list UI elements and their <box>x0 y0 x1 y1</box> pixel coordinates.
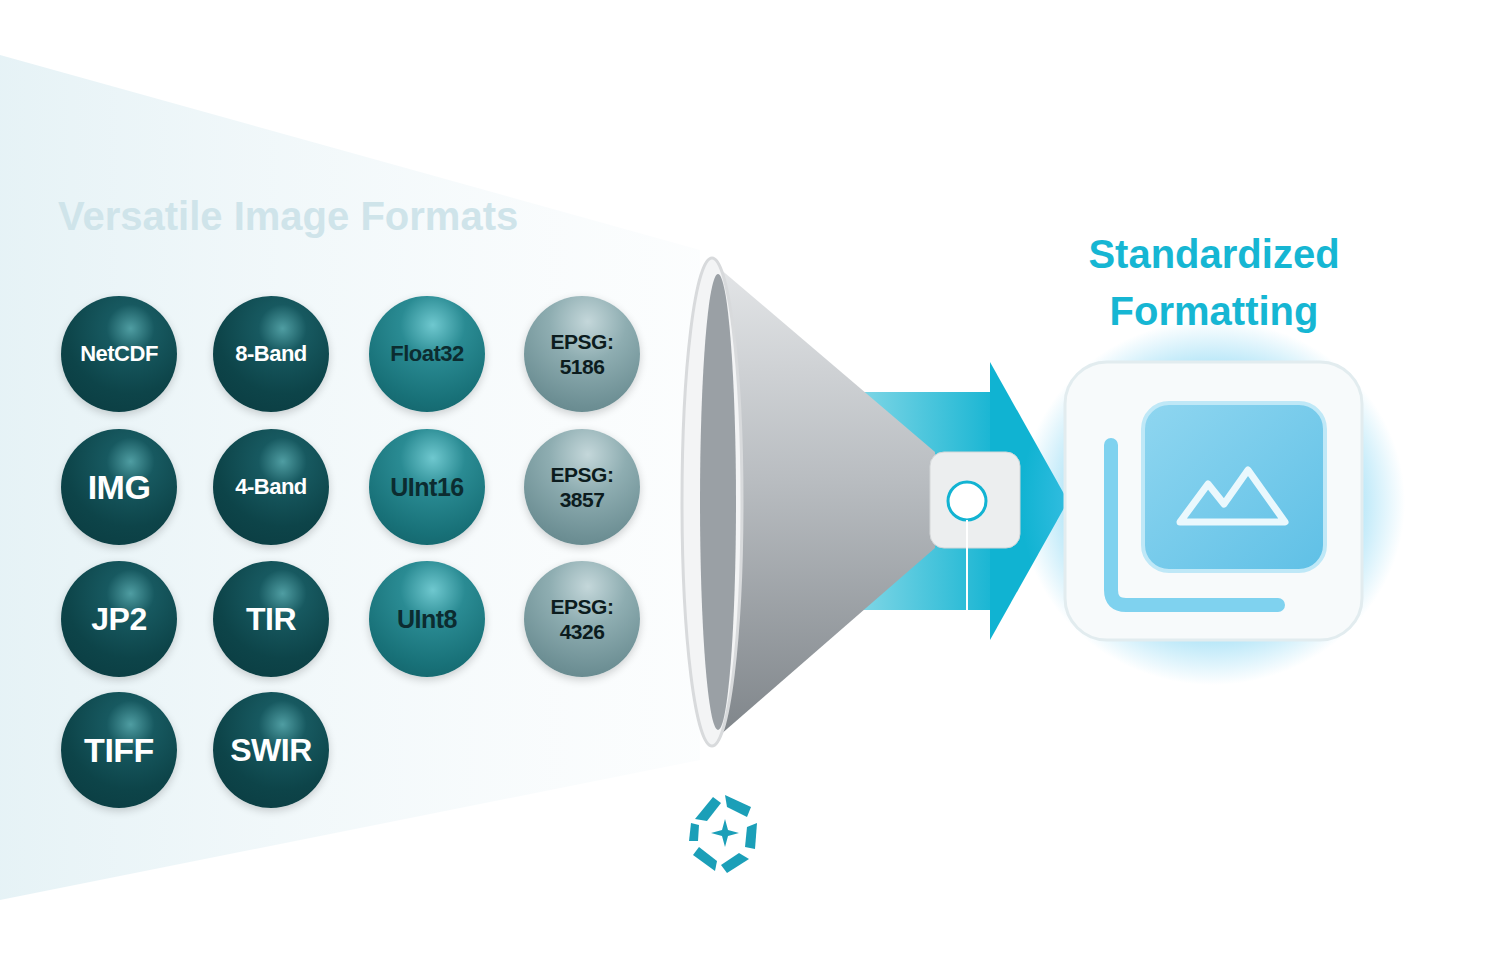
format-circle: EPSG: 3857 <box>524 429 640 545</box>
neck-ring <box>948 482 986 520</box>
format-label: UInt8 <box>377 604 477 634</box>
box-glow <box>1020 320 1405 685</box>
funnel-rim <box>682 258 742 746</box>
format-circle: 4-Band <box>213 429 329 545</box>
format-label: SWIR <box>221 731 321 769</box>
format-label: EPSG: 5186 <box>544 329 620 379</box>
format-label: 8-Band <box>221 341 321 367</box>
format-circle: JP2 <box>61 561 177 677</box>
beam <box>0 55 700 900</box>
format-circle: SWIR <box>213 692 329 808</box>
format-label: NetCDF <box>69 341 169 367</box>
format-circle: EPSG: 5186 <box>524 296 640 412</box>
format-circle: TIFF <box>61 692 177 808</box>
format-circle: NetCDF <box>61 296 177 412</box>
logo <box>689 795 757 873</box>
group-heading: Versatile Image Formats <box>58 194 518 239</box>
box-heading: Standardized Formatting <box>1049 226 1379 340</box>
format-label: TIFF <box>69 730 169 771</box>
format-label: EPSG: 3857 <box>544 462 620 512</box>
format-label: EPSG: 4326 <box>544 594 620 644</box>
format-label: TIR <box>221 600 321 638</box>
format-circle: TIR <box>213 561 329 677</box>
format-circle: UInt16 <box>369 429 485 545</box>
format-label: JP2 <box>69 600 169 638</box>
output-box: Standardized Formatting <box>1065 362 1362 640</box>
format-circle: Float32 <box>369 296 485 412</box>
leader-line <box>966 520 968 640</box>
box-face <box>1065 362 1362 640</box>
format-label: 4-Band <box>221 474 321 500</box>
format-label: UInt16 <box>377 472 477 502</box>
format-label: IMG <box>69 467 169 508</box>
funnel-inner <box>700 274 736 730</box>
image-tile <box>1143 403 1325 571</box>
format-circle: 8-Band <box>213 296 329 412</box>
format-label: Float32 <box>377 341 477 367</box>
funnel-neck <box>930 452 1020 548</box>
format-circle: UInt8 <box>369 561 485 677</box>
funnel-cone <box>712 262 935 742</box>
format-circle: IMG <box>61 429 177 545</box>
mountain-icon <box>1180 470 1285 522</box>
format-circle: EPSG: 4326 <box>524 561 640 677</box>
